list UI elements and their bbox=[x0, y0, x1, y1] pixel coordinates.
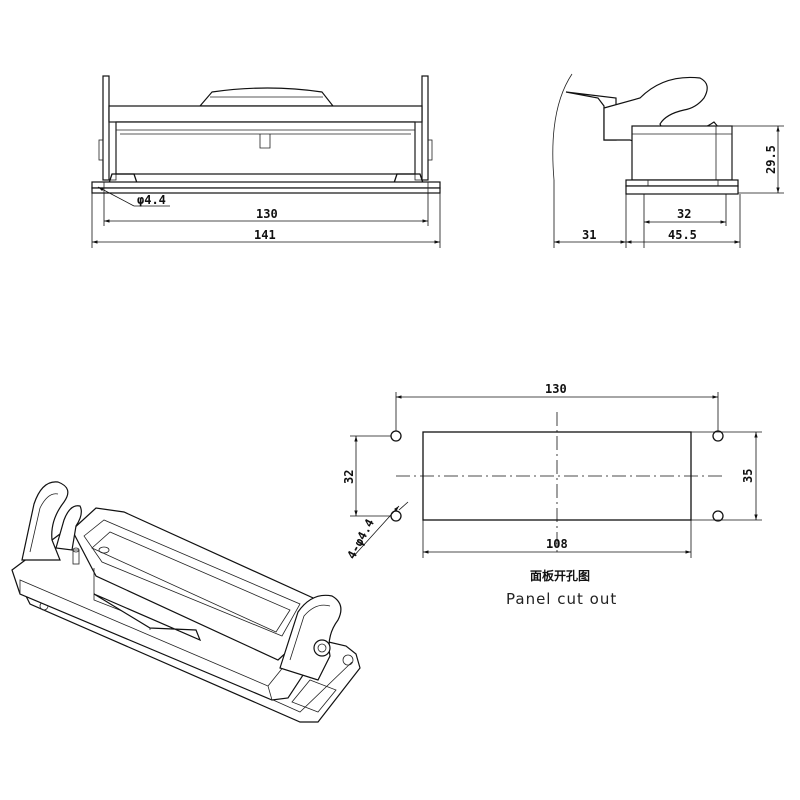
cutout-dim-holes: 4-φ4.4 bbox=[344, 517, 377, 562]
panel-cutout: 130 32 4-φ4.4 108 35 面板开孔图 Panel cut out bbox=[342, 382, 762, 608]
side-dim-31: 31 bbox=[582, 228, 596, 242]
isometric-view bbox=[11, 481, 361, 723]
cutout-dim-35: 35 bbox=[741, 469, 755, 483]
caption-english: Panel cut out bbox=[506, 590, 617, 608]
front-hole-label: φ4.4 bbox=[137, 193, 166, 207]
front-right-lever bbox=[421, 75, 429, 181]
front-left-lever bbox=[102, 75, 110, 181]
side-dim-29.5: 29.5 bbox=[764, 145, 778, 174]
cutout-dim-130: 130 bbox=[545, 382, 567, 396]
caption-chinese: 面板开孔图 bbox=[530, 568, 590, 583]
side-housing bbox=[631, 125, 733, 181]
front-dim-141: 141 bbox=[254, 228, 276, 242]
cutout-dim-32: 32 bbox=[342, 470, 356, 484]
cutout-dim-108: 108 bbox=[546, 537, 568, 551]
cutout-hole-tl bbox=[390, 430, 402, 442]
front-base-flange bbox=[91, 181, 441, 189]
side-dim-32: 32 bbox=[677, 207, 691, 221]
side-dim-45.5: 45.5 bbox=[668, 228, 697, 242]
front-dim-130: 130 bbox=[256, 207, 278, 221]
cutout-hole-bl bbox=[390, 510, 402, 522]
side-view: 29.5 32 31 45.5 bbox=[552, 73, 784, 248]
cutout-hole-br bbox=[712, 510, 724, 522]
front-view: φ4.4 130 141 bbox=[91, 75, 441, 248]
cutout-hole-tr bbox=[712, 430, 724, 442]
iso-left-lever bbox=[21, 481, 69, 561]
